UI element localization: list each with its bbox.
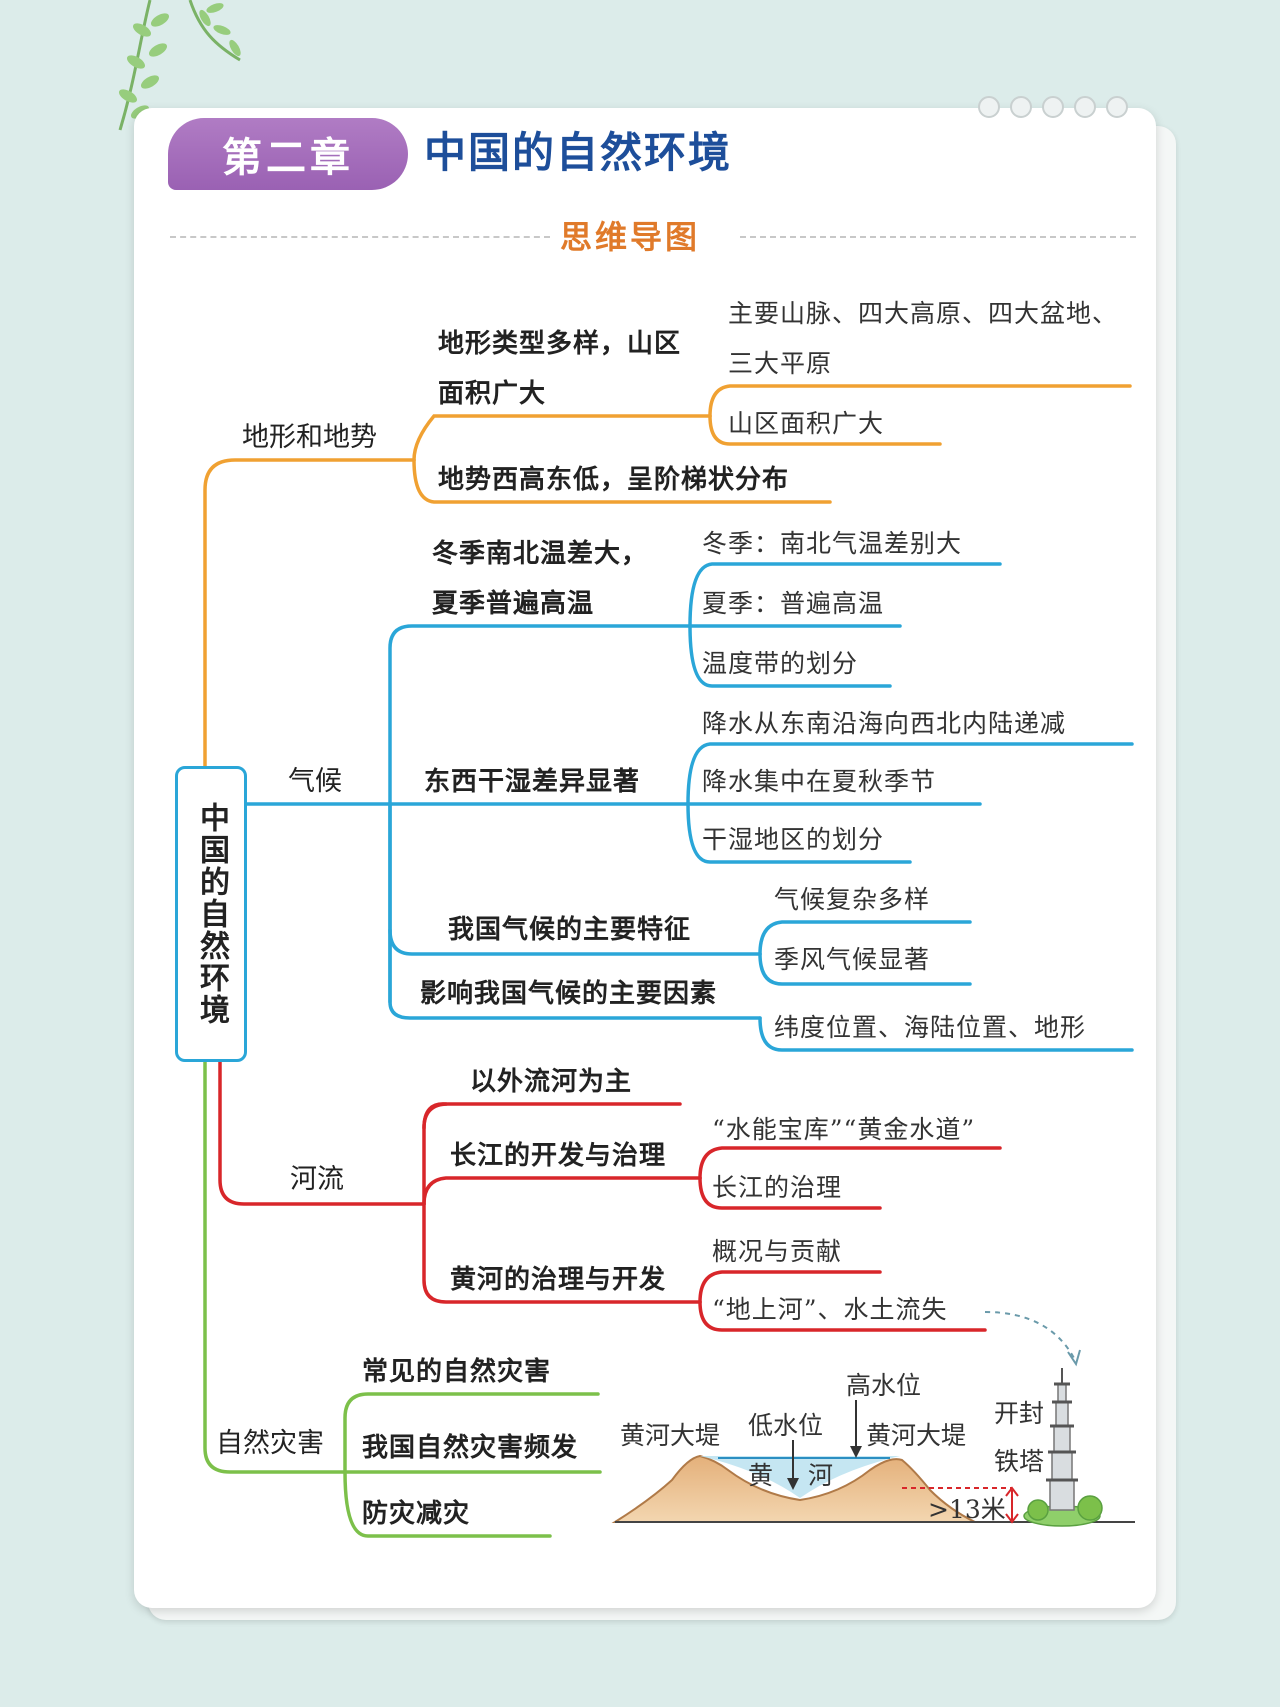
mindmap-subtitle: 思维导图 [560, 218, 701, 256]
factors-item [758, 1016, 1134, 1052]
climate-humidity-item: 降水集中在夏秋季节 [702, 767, 937, 796]
binder-ring [1010, 96, 1032, 118]
humidity-split [686, 742, 1134, 806]
notebook-card [134, 108, 1156, 1608]
climate-temp-item: 冬季：南北气温差别大 [702, 529, 963, 558]
binder-ring [1042, 96, 1064, 118]
root-node: 中国的自然环境 [175, 766, 247, 1062]
binder-ring [1074, 96, 1096, 118]
high-water-arrowhead [850, 1446, 862, 1458]
rivers-yangtze-item: “水能宝库”“黄金水道” [712, 1115, 976, 1144]
climate-temp-line2: 夏季普遍高温 [432, 589, 595, 619]
dashed-arrow [984, 1311, 1076, 1361]
disasters-item: 我国自然灾害频发 [362, 1433, 579, 1463]
yellow-item2 [698, 1300, 987, 1332]
root-label: 中国的自然环境 [194, 802, 229, 1026]
rivers-yangtze: 长江的开发与治理 [450, 1141, 667, 1171]
rivers-main-branch [422, 1102, 448, 1130]
river-water [700, 1456, 900, 1498]
yellow-split [698, 1270, 882, 1304]
climate-humidity-item: 干湿地区的划分 [702, 825, 885, 854]
terrain-item: 山区面积广大 [728, 409, 885, 438]
rivers-yellow-item: “地上河”、水土流失 [712, 1295, 948, 1324]
left-dyke-label: 黄河大堤 [620, 1421, 721, 1450]
climate-features-item: 季风气候显著 [774, 945, 931, 974]
climate-humidity-item: 降水从东南沿海向西北内陆递减 [702, 709, 1067, 738]
terrain-item: 主要山脉、四大高原、四大盆地、 [728, 299, 1119, 328]
rivers-trunk [218, 1060, 426, 1206]
climate-temp-item: 夏季：普遍高温 [702, 589, 885, 618]
yangtze-split [698, 1146, 1002, 1180]
terrain-diverse-line1: 地形类型多样，山区 [438, 329, 682, 359]
climate-label: 气候 [288, 766, 342, 797]
disasters-label: 自然灾害 [216, 1428, 324, 1459]
height-label: >13米 [928, 1495, 1006, 1524]
humidity-item3 [686, 802, 912, 864]
leaves-decoration [118, 0, 241, 131]
climate-temp-line1: 冬季南北温差大， [432, 539, 649, 569]
high-water-label: 高水位 [846, 1371, 922, 1400]
chapter-title: 中国的自然环境 [424, 128, 733, 177]
terrain-diverse-split [708, 384, 1132, 418]
rivers-yangtze-branch [422, 1176, 702, 1206]
rivers-main: 以外流河为主 [470, 1067, 633, 1097]
terrain-split [412, 414, 712, 462]
climate-spine-bottom [388, 802, 762, 1020]
features-item2 [758, 952, 972, 986]
rivers-yellow: 黄河的治理与开发 [450, 1265, 667, 1295]
subtitle-divider-left [170, 236, 550, 238]
rivers-label: 河流 [290, 1164, 344, 1195]
terrain-slope: 地势西高东低，呈阶梯状分布 [438, 465, 790, 495]
climate-features: 我国气候的主要特征 [448, 915, 692, 945]
binder-ring [1106, 96, 1128, 118]
subtitle-divider-right [740, 236, 1136, 238]
low-water-arrowhead [787, 1478, 799, 1490]
temp-item3 [688, 624, 892, 688]
river-char-2: 河 [808, 1461, 834, 1490]
disasters-spine [343, 1392, 600, 1474]
yangtze-item2 [698, 1176, 882, 1210]
height-bar-bottom [1005, 1513, 1019, 1524]
terrain-diverse-line2: 面积广大 [438, 379, 547, 409]
climate-features-item: 气候复杂多样 [774, 885, 931, 914]
height-bar-top [1005, 1486, 1019, 1497]
climate-temp-item: 温度带的划分 [702, 649, 859, 678]
terrain-trunk [203, 458, 416, 768]
binder-ring [978, 96, 1000, 118]
disasters-item: 常见的自然灾害 [362, 1357, 552, 1387]
terrain-item: 三大平原 [728, 349, 833, 378]
features-split [758, 920, 972, 956]
climate-spine [388, 624, 692, 1004]
low-water-label: 低水位 [748, 1411, 824, 1440]
right-dyke-label: 黄河大堤 [866, 1421, 967, 1450]
binder-rings [978, 96, 1128, 118]
disasters-trunk [203, 1060, 347, 1474]
terrain-label: 地形和地势 [242, 422, 377, 453]
terrain-slope-branch [412, 458, 832, 504]
tower-label-line1: 开封 [994, 1399, 1045, 1428]
tower-label-line2: 铁塔 [994, 1447, 1045, 1476]
climate-humidity: 东西干湿差异显著 [424, 767, 641, 797]
temp-split [688, 562, 1002, 628]
iron-tower [1023, 1368, 1103, 1527]
river-char-1: 黄 [748, 1461, 774, 1490]
chapter-tab: 第二章 [168, 118, 408, 190]
rivers-spine-bottom [422, 1202, 702, 1304]
terrain-diverse-item2 [708, 414, 942, 446]
rivers-yellow-item: 概况与贡献 [712, 1237, 843, 1266]
climate-factors-item: 纬度位置、海陆位置、地形 [774, 1013, 1087, 1042]
climate-features-branch [388, 928, 762, 956]
climate-factors: 影响我国气候的主要因素 [420, 979, 718, 1009]
dashed-arrow-head [1067, 1349, 1081, 1367]
disasters-item3 [343, 1470, 552, 1538]
rivers-yangtze-item: 长江的治理 [712, 1173, 843, 1202]
disasters-item: 防灾减灾 [362, 1499, 471, 1529]
riverbed-mountains [611, 1454, 976, 1523]
